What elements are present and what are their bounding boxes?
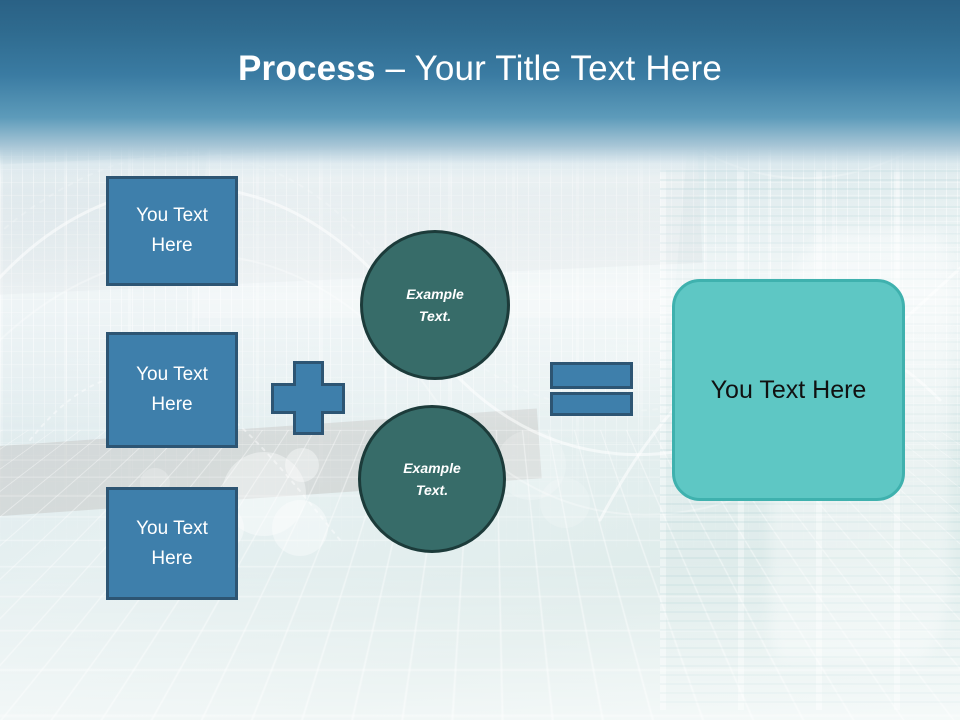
- plus-sign-icon: [271, 361, 345, 435]
- input-box-1[interactable]: You Text Here: [106, 176, 238, 286]
- input-box-1-label: You Text Here: [109, 201, 235, 261]
- example-circle-1[interactable]: Example Text.: [360, 230, 510, 380]
- page-title-bold: Process: [238, 49, 376, 88]
- page-title: Process – Your Title Text Here: [0, 47, 960, 91]
- input-box-2[interactable]: You Text Here: [106, 332, 238, 448]
- input-box-3-label: You Text Here: [109, 514, 235, 574]
- input-box-3[interactable]: You Text Here: [106, 487, 238, 600]
- equals-bar-bottom: [550, 392, 633, 416]
- result-box-label: You Text Here: [711, 376, 867, 405]
- example-circle-1-line2: Text.: [406, 305, 464, 327]
- example-circle-2-line1: Example: [403, 457, 461, 479]
- example-circle-1-line1: Example: [406, 283, 464, 305]
- page-title-separator: –: [376, 49, 415, 88]
- example-circle-2[interactable]: Example Text.: [358, 405, 506, 553]
- input-box-2-label: You Text Here: [109, 360, 235, 420]
- equals-bar-top: [550, 362, 633, 389]
- page-title-rest: Your Title Text Here: [415, 49, 723, 88]
- example-circle-2-line2: Text.: [403, 479, 461, 501]
- result-box[interactable]: You Text Here: [672, 279, 905, 501]
